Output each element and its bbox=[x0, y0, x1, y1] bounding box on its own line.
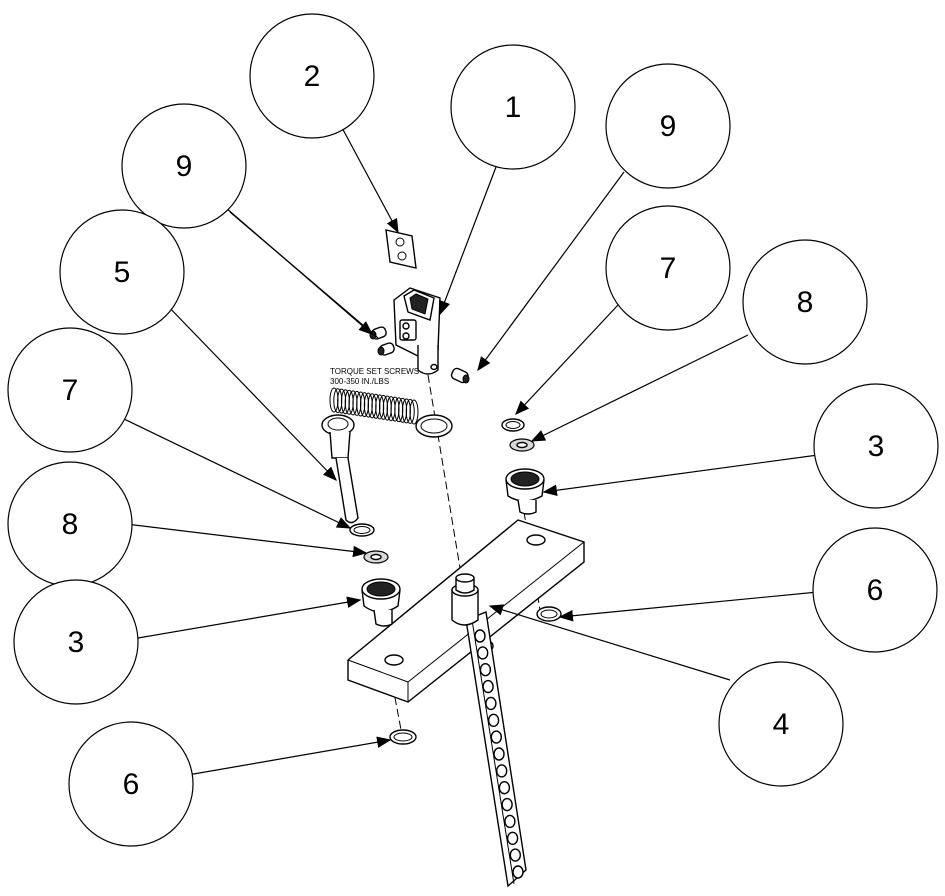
hex-nut-part bbox=[451, 573, 479, 626]
callout-8-left: 8 bbox=[7, 461, 133, 587]
leader-lines bbox=[123, 123, 819, 777]
tube-hole bbox=[482, 679, 494, 694]
callout-1: 1 bbox=[450, 44, 576, 170]
callout-7-right: 7 bbox=[605, 205, 731, 331]
tube-hole bbox=[474, 629, 486, 643]
torque-note-line-1: TORQUE SET SCREWS bbox=[330, 367, 419, 376]
perforated-tube-part bbox=[465, 611, 527, 888]
callout-2-number: 2 bbox=[304, 60, 321, 93]
callout-5: 5 bbox=[59, 209, 185, 335]
washer-left bbox=[363, 550, 389, 564]
callout-3-left-number: 3 bbox=[68, 626, 85, 659]
tube-hole bbox=[509, 848, 521, 862]
callout-3-left: 3 bbox=[13, 579, 139, 705]
callout-6-left-number: 6 bbox=[123, 768, 140, 801]
tube-hole bbox=[506, 831, 519, 845]
tube-hole bbox=[512, 865, 524, 879]
spring-coil bbox=[409, 399, 419, 425]
callout-7-right-number: 7 bbox=[660, 252, 677, 285]
callout-6-left: 6 bbox=[68, 721, 194, 847]
callout-8-right: 8 bbox=[742, 239, 868, 365]
callout-3-right: 3 bbox=[813, 383, 939, 509]
callout-7-left: 7 bbox=[7, 327, 133, 453]
callout-8-left-number: 8 bbox=[62, 508, 79, 541]
callout-9-left-number: 9 bbox=[176, 150, 193, 183]
plunger-pin-part bbox=[321, 414, 359, 524]
bushing-left bbox=[361, 578, 401, 627]
callout-8-right-number: 8 bbox=[797, 286, 814, 319]
callout-4: 4 bbox=[718, 661, 844, 787]
torque-note: TORQUE SET SCREWS 300-350 IN./LBS bbox=[330, 367, 419, 386]
set-screw-right bbox=[450, 367, 470, 384]
callout-7-left-number: 7 bbox=[62, 374, 79, 407]
tube-hole bbox=[485, 696, 497, 711]
bushing-right bbox=[505, 468, 545, 515]
coil-spring-part bbox=[329, 387, 453, 438]
tube-hole bbox=[501, 797, 513, 812]
callout-4-number: 4 bbox=[773, 708, 790, 741]
tube-hole bbox=[504, 814, 516, 829]
tube-hole bbox=[487, 713, 500, 727]
tube-hole bbox=[490, 730, 502, 744]
callout-9-left: 9 bbox=[121, 103, 247, 229]
tube-hole bbox=[496, 764, 508, 778]
callout-9-right: 9 bbox=[605, 63, 731, 189]
callout-5-number: 5 bbox=[114, 256, 131, 289]
callout-2: 2 bbox=[249, 13, 375, 139]
tube-hole bbox=[477, 646, 489, 660]
callout-6-right-number: 6 bbox=[867, 574, 884, 607]
set-screw-left-lower bbox=[377, 342, 395, 356]
washer-right bbox=[509, 438, 535, 452]
clip-ring-right bbox=[536, 606, 562, 622]
tube-hole bbox=[498, 781, 511, 795]
callout-3-right-number: 3 bbox=[868, 430, 885, 463]
torque-note-line-2: 300-350 IN./LBS bbox=[330, 377, 389, 386]
callout-1-number: 1 bbox=[505, 91, 522, 124]
tube-hole bbox=[493, 747, 505, 761]
callout-9-right-number: 9 bbox=[660, 110, 677, 143]
clip-ring-bottom bbox=[389, 729, 417, 745]
tube-hole bbox=[479, 663, 492, 677]
small-plate-part bbox=[385, 229, 417, 269]
socket-receiver-part bbox=[393, 287, 441, 375]
retaining-ring-right bbox=[501, 418, 525, 432]
callout-6-right: 6 bbox=[812, 527, 938, 653]
spring-coil bbox=[405, 398, 415, 424]
retaining-ring-left bbox=[349, 523, 375, 537]
